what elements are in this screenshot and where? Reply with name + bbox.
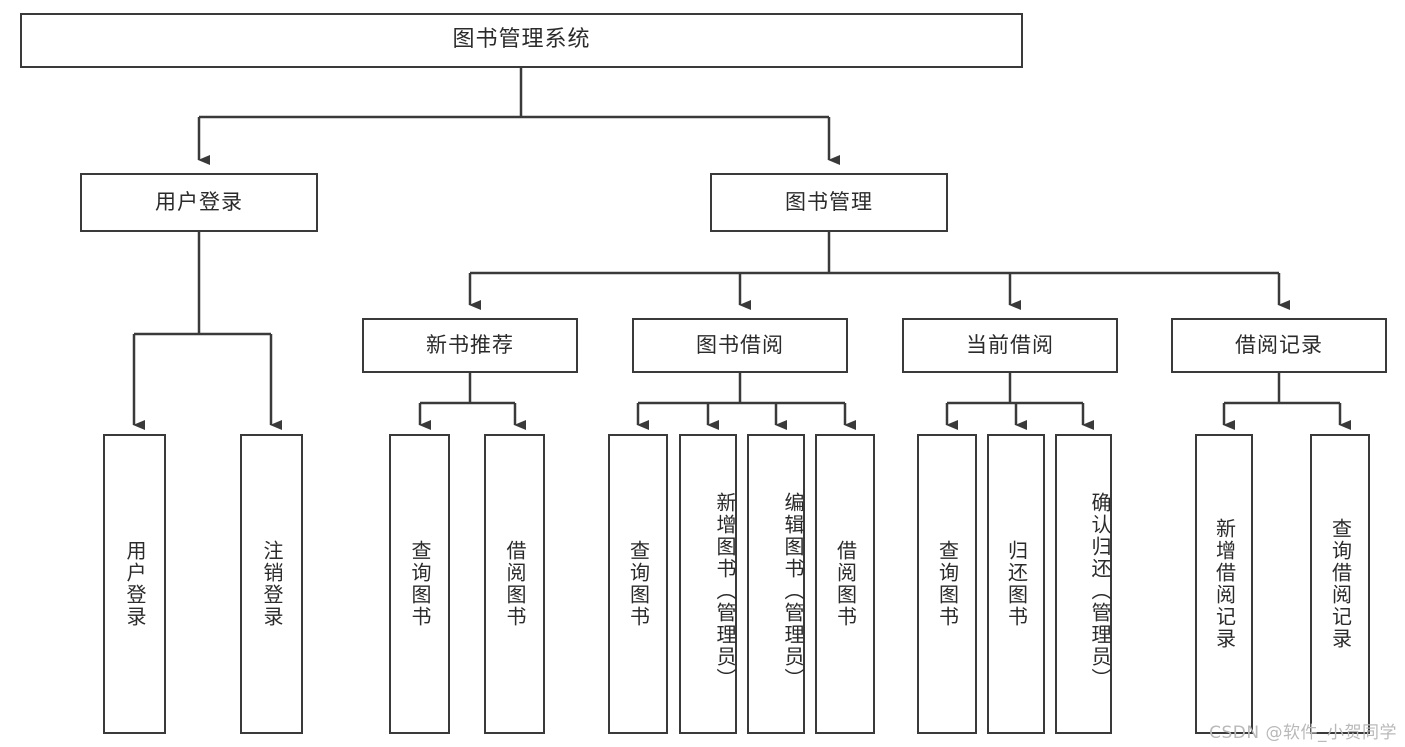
node-user-login[interactable]: 用户登录 (80, 173, 318, 232)
node-borrow-record[interactable]: 借阅记录 (1171, 318, 1387, 373)
leaf-add-book-admin[interactable]: 新增图书（管理员） (679, 434, 737, 734)
node-label: 归还图书 (1004, 540, 1029, 628)
node-label: 当前借阅 (966, 332, 1054, 357)
node-new-book-recommend[interactable]: 新书推荐 (362, 318, 578, 373)
node-label: 图书借阅 (696, 332, 784, 357)
node-label: 查询图书 (408, 540, 432, 628)
node-label: 注销登录 (260, 540, 284, 628)
leaf-query-borrow-record[interactable]: 查询借阅记录 (1310, 434, 1370, 734)
leaf-user-login[interactable]: 用户登录 (103, 434, 166, 734)
node-book-management[interactable]: 图书管理 (710, 173, 948, 232)
leaf-query-book-borrow[interactable]: 查询图书 (608, 434, 668, 734)
leaf-borrow-book[interactable]: 借阅图书 (815, 434, 875, 734)
leaf-edit-book-admin[interactable]: 编辑图书（管理员） (747, 434, 805, 734)
node-label: 新增图书（管理员） (713, 492, 737, 690)
node-label: 新书推荐 (426, 332, 514, 357)
node-root-system[interactable]: 图书管理系统 (20, 13, 1023, 68)
node-book-borrow[interactable]: 图书借阅 (632, 318, 848, 373)
node-label: 新增借阅记录 (1212, 518, 1237, 650)
leaf-query-book-current[interactable]: 查询图书 (917, 434, 977, 734)
node-label: 查询图书 (626, 540, 651, 628)
leaf-query-book-recommend[interactable]: 查询图书 (389, 434, 450, 734)
node-label: 用户登录 (123, 540, 147, 628)
leaf-return-book[interactable]: 归还图书 (987, 434, 1045, 734)
node-label: 图书管理 (785, 189, 873, 214)
node-current-borrow[interactable]: 当前借阅 (902, 318, 1118, 373)
node-label: 借阅记录 (1235, 332, 1323, 357)
csdn-watermark: CSDN @软件_小贺同学 (1209, 723, 1397, 743)
leaf-add-borrow-record[interactable]: 新增借阅记录 (1195, 434, 1253, 734)
leaf-borrow-book-recommend[interactable]: 借阅图书 (484, 434, 545, 734)
node-label: 图书管理系统 (452, 27, 591, 53)
node-label: 查询借阅记录 (1328, 518, 1353, 650)
node-label: 编辑图书（管理员） (781, 492, 805, 690)
node-label: 确认归还（管理员） (1088, 492, 1112, 690)
leaf-logout[interactable]: 注销登录 (240, 434, 303, 734)
node-label: 借阅图书 (833, 540, 858, 628)
node-label: 借阅图书 (503, 540, 527, 628)
node-label: 用户登录 (155, 189, 243, 214)
leaf-confirm-return-admin[interactable]: 确认归还（管理员） (1055, 434, 1112, 734)
node-label: 查询图书 (935, 540, 960, 628)
